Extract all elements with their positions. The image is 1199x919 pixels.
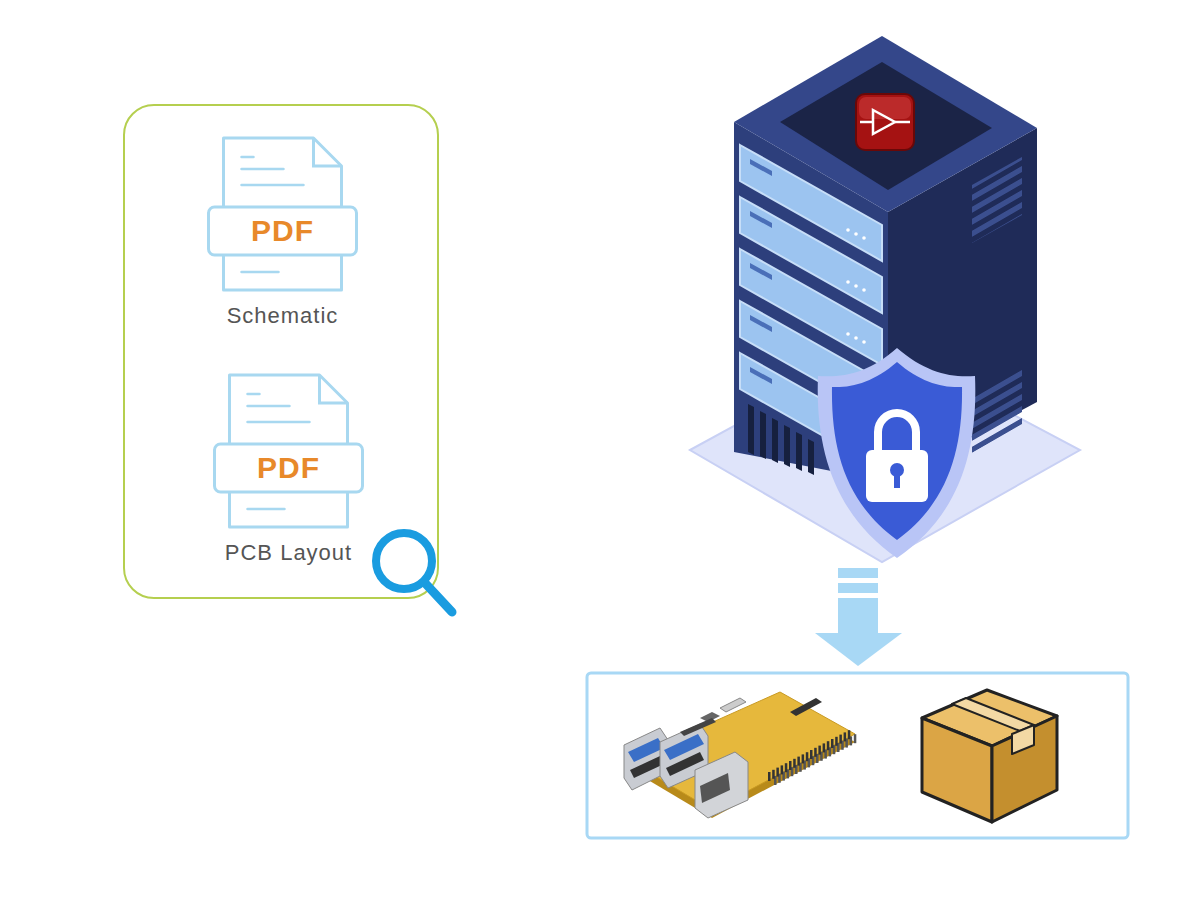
document-icon: [200, 135, 365, 295]
document-icon: [206, 372, 371, 532]
security-shield: [818, 348, 976, 558]
document-caption: PCB Layout: [225, 540, 352, 566]
pdf-document-node: PDF PCB Layout: [206, 372, 371, 572]
parcel-box: [922, 690, 1057, 822]
server-tower: [690, 36, 1080, 562]
file-type-badge: PDF: [251, 216, 314, 246]
delivery-frame: [587, 673, 1128, 838]
download-arrow: [815, 568, 902, 666]
amplifier-app-icon: [856, 94, 914, 150]
document-group-frame: [124, 105, 438, 598]
single-board-computer: [624, 692, 856, 818]
file-type-badge: PDF: [257, 453, 320, 483]
document-caption: Schematic: [227, 303, 339, 329]
pdf-document-node: PDF Schematic: [200, 135, 365, 335]
magnifier-icon: [376, 533, 452, 612]
